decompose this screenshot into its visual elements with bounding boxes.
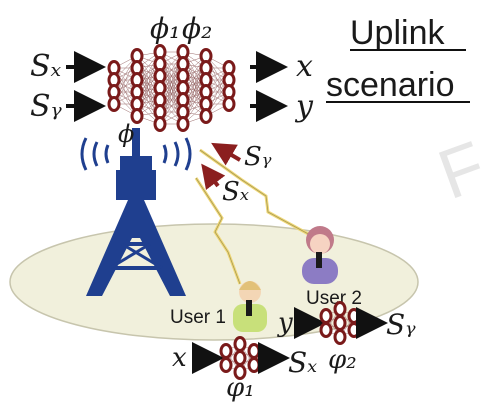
- user1-net-node: [247, 343, 261, 359]
- user2-input-y: y: [277, 308, 293, 338]
- user2-output-sy: Sᵧ: [386, 308, 416, 341]
- signal-arrow-sx: [201, 163, 226, 190]
- user1-net-node: [247, 357, 261, 373]
- user2-net-node: [347, 308, 361, 324]
- user1-param-phi1: φ₁: [226, 373, 255, 403]
- radio-waves-icon: [80, 137, 192, 171]
- user1-net-node: [233, 336, 247, 352]
- title-line1: Uplink: [350, 14, 445, 52]
- user2-neural-network: [319, 301, 361, 345]
- user1-label: User 1: [170, 307, 226, 328]
- server-phi2: ϕ₂: [182, 12, 212, 45]
- user2-avatar: [302, 226, 338, 284]
- user2-net-node: [333, 315, 347, 331]
- user2-net-node: [319, 308, 333, 324]
- output-x: x: [296, 49, 313, 84]
- user1-avatar: [233, 281, 267, 332]
- tower-phi: ϕ: [118, 120, 134, 148]
- link-label-sx: Sₓ: [222, 177, 249, 207]
- watermark-letter: F: [428, 126, 489, 214]
- user1-net-node: [219, 343, 233, 359]
- user1-neural-network: [219, 336, 261, 380]
- server-net-node: [222, 96, 236, 112]
- link-label-sy: Sᵧ: [244, 142, 272, 172]
- title-line2: scenario: [326, 66, 455, 104]
- user1-net-node: [233, 350, 247, 366]
- server-neural-network: [107, 44, 236, 132]
- user2-net-node: [333, 301, 347, 317]
- server-phi1: ϕ₁: [150, 12, 180, 45]
- user1-net-node: [233, 364, 247, 380]
- user1-output-sx: Sₓ: [288, 346, 317, 379]
- user1-input-x: x: [172, 343, 187, 373]
- user2-net-node: [333, 329, 347, 345]
- user2-net-node: [347, 322, 361, 338]
- server-net-node: [130, 108, 144, 124]
- input-sy-bottom: Sᵧ: [30, 89, 63, 124]
- user1-net-node: [219, 357, 233, 373]
- signal-arrow-sy: [211, 142, 242, 166]
- user2-param-phi2: φ₂: [328, 345, 357, 375]
- server-net-node: [199, 108, 213, 124]
- input-sx-top: Sₓ: [30, 49, 62, 84]
- server-net-node: [107, 96, 121, 112]
- base-station-tower: [86, 128, 186, 296]
- user2-net-node: [319, 322, 333, 338]
- server-net-node: [153, 116, 167, 132]
- server-net-node: [176, 116, 190, 132]
- output-y: y: [294, 89, 314, 124]
- user2-label: User 2: [306, 288, 362, 309]
